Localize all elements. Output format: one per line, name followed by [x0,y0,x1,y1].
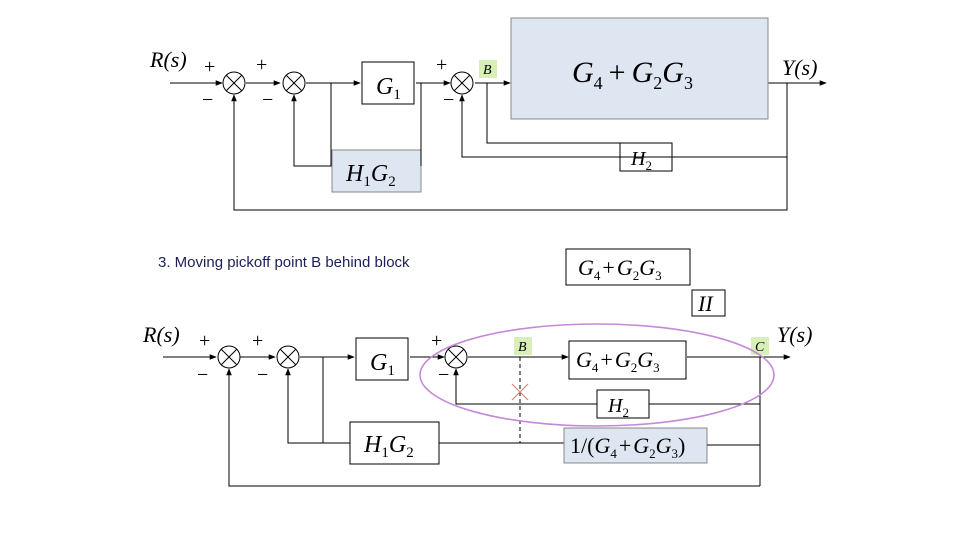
bottom-sum3-plus: + [431,330,442,352]
floating-block-g4-plus-g2g3: G4+G2G3 [565,248,691,286]
top-sum-junction-1 [222,71,246,95]
bottom-block-h1g2: H1G2 [349,421,440,465]
bottom-sum-junction-2 [276,345,300,369]
step-caption: 3. Moving pickoff point B behind block [158,254,410,271]
top-sum-junction-3 [450,71,474,95]
region-ii-highlight-ellipse [419,323,775,427]
bottom-point-b-label: B [518,340,527,355]
svg-text:II: II [697,291,714,316]
svg-text:H1G2: H1G2 [345,161,396,190]
bottom-point-b-marker [514,337,532,355]
top-input-label: R(s) [149,47,187,72]
bottom-block-h2: H2 [596,389,650,420]
top-sum1-minus: − [202,89,213,111]
svg-text:H2: H2 [607,395,629,420]
svg-text:1/(G4+G2G3): 1/(G4+G2G3) [570,433,685,461]
svg-text:H2: H2 [630,148,652,173]
top-sum-junction-2 [282,71,306,95]
bottom-point-c-label: C [755,340,765,355]
top-output-label: Y(s) [782,55,817,80]
bottom-diagram: R(s) + − + − G1 + − [142,322,812,487]
bottom-sum3-minus: − [438,364,449,386]
bottom-sum-junction-1 [217,345,241,369]
top-sum3-plus: + [436,54,447,76]
bottom-sum1-plus: + [199,330,210,352]
top-block-g1: G1 [361,61,415,105]
top-sum3-minus: − [443,89,454,111]
removed-branch-cross-icon [511,383,529,401]
svg-text:H1G2: H1G2 [363,432,414,461]
bottom-block-g1: G1 [355,337,409,381]
svg-text:G4+G2G3: G4+G2G3 [572,56,693,93]
svg-text:G1: G1 [376,74,401,103]
bottom-output-label: Y(s) [777,322,812,347]
bottom-point-c-marker [751,337,769,355]
top-block-g4-plus-g2g3: G4+G2G3 [510,17,769,120]
bottom-sum-junction-3 [444,345,468,369]
bottom-sum2-plus: + [252,330,263,352]
top-block-h2: H2 [619,142,673,173]
top-point-b-label: B [483,63,492,78]
top-sum2-minus: − [262,89,273,111]
svg-text:G1: G1 [370,350,395,379]
bottom-sum2-minus: − [257,364,268,386]
top-sum1-plus: + [204,56,215,78]
bottom-sum1-minus: − [197,364,208,386]
top-point-b-marker [479,60,497,78]
top-sum2-plus: + [256,54,267,76]
bottom-input-label: R(s) [142,322,180,347]
svg-text:G4+G2G3: G4+G2G3 [578,255,662,283]
bottom-block-inverse: 1/(G4+G2G3) [563,427,708,464]
region-label-ii: II [691,289,726,317]
svg-text:G4+G2G3: G4+G2G3 [576,347,660,375]
bottom-block-g4-plus-g2g3: G4+G2G3 [568,340,687,380]
top-diagram: R(s) + − + − G1 [149,17,827,211]
top-block-h1g2: H1G2 [331,149,422,193]
